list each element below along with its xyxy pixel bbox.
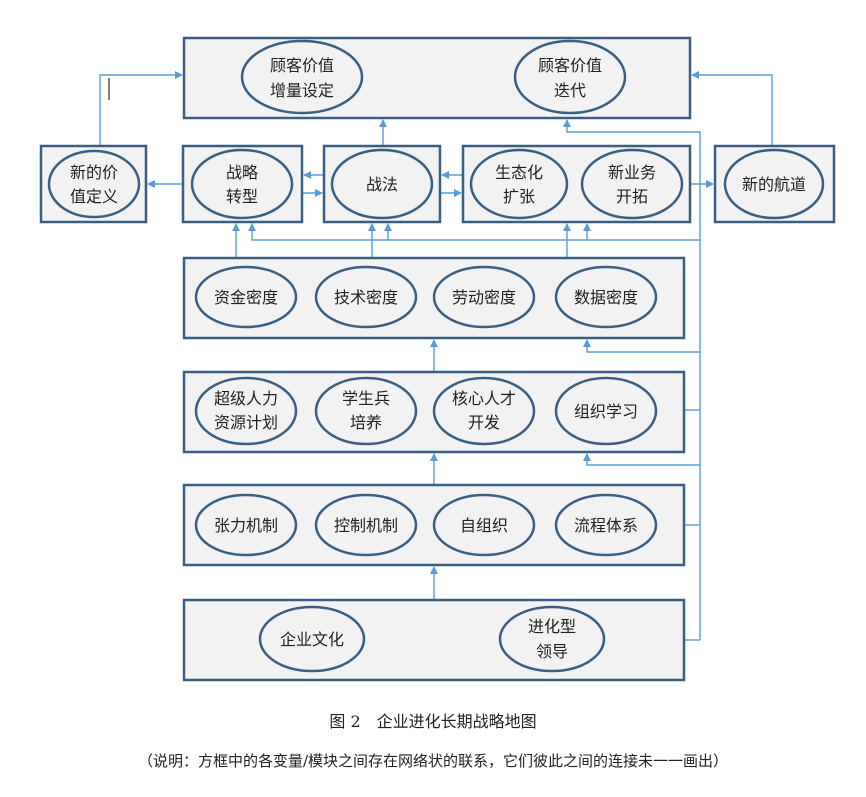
label-capital-density: 资金密度 (214, 288, 278, 307)
ellipse-tension (194, 493, 298, 557)
diagram: 顾客价值 增量设定 顾客价值 迭代 新的价 值定义 战略 转型 战法 生态化 扩… (39, 36, 836, 682)
ellipse-core-talent (432, 376, 536, 446)
ellipse-process (554, 493, 658, 557)
figure-caption: 图 2 企业进化长期战略地图 (329, 712, 537, 731)
arrow-newtrack-to-top (691, 71, 773, 146)
label-trainee-2: 培养 (350, 413, 382, 432)
arrow-trunk-to-iteration (563, 119, 701, 640)
arrow-newvalue-to-top (99, 71, 183, 146)
ellipse-data-density (554, 265, 658, 329)
label-value-increment-1: 顾客价值 (270, 56, 334, 75)
ellipse-new-track (723, 148, 825, 220)
ellipse-value-iteration (513, 39, 627, 115)
label-strategy-1: 战略 (226, 163, 258, 182)
ellipse-org-learning (554, 376, 658, 446)
ellipse-control (314, 493, 418, 557)
label-new-track: 新的航道 (742, 175, 806, 194)
ellipse-hr-plan (194, 376, 298, 446)
figure-note: （说明：方框中的各变量/模块之间存在网络状的联系，它们彼此之间的连接未一一画出） (137, 752, 729, 770)
label-value-iteration-1: 顾客价值 (538, 56, 602, 75)
ellipse-capital-density (194, 265, 298, 329)
arrow-trunk-to-strategy (248, 223, 700, 241)
label-control: 控制机制 (334, 516, 398, 535)
ellipse-new-value (47, 149, 141, 219)
label-tech-density: 技术密度 (334, 288, 398, 307)
ellipse-leadership (498, 605, 606, 673)
label-new-biz-2: 开拓 (616, 187, 648, 206)
label-value-increment-2: 增量设定 (270, 81, 334, 100)
ellipse-labor-density (432, 265, 536, 329)
ellipse-culture (258, 605, 366, 673)
arrow-trunk-to-row2 (583, 339, 700, 353)
label-tension: 张力机制 (214, 516, 278, 535)
ellipse-value-increment (240, 39, 364, 115)
ellipse-strategy (190, 148, 294, 220)
label-tactics: 战法 (366, 175, 398, 194)
label-eco-2: 扩张 (503, 187, 535, 206)
label-value-iteration-2: 迭代 (554, 81, 586, 100)
arrow-trunk-to-row3 (583, 453, 700, 466)
label-org-learning: 组织学习 (574, 402, 638, 421)
label-hr-plan-1: 超级人力 (214, 389, 278, 408)
label-self-org: 自组织 (460, 516, 508, 535)
ellipse-eco (469, 148, 569, 220)
ellipse-self-org (432, 493, 536, 557)
label-data-density: 数据密度 (574, 288, 638, 307)
label-new-value-2: 值定义 (70, 187, 118, 206)
ellipse-tactics (330, 148, 434, 220)
label-eco-1: 生态化 (495, 163, 543, 182)
label-hr-plan-2: 资源计划 (214, 413, 278, 432)
label-leadership-2: 领导 (536, 642, 568, 661)
label-new-value-1: 新的价 (70, 163, 118, 182)
label-culture: 企业文化 (280, 630, 344, 649)
density-ellipses: 资金密度 技术密度 劳动密度 数据密度 (194, 265, 658, 329)
ellipse-new-biz (580, 148, 684, 220)
ellipse-tech-density (314, 265, 418, 329)
label-trainee-1: 学生兵 (342, 389, 390, 408)
label-new-biz-1: 新业务 (608, 163, 656, 182)
label-core-talent-2: 开发 (468, 413, 500, 432)
label-core-talent-1: 核心人才 (452, 389, 516, 408)
label-leadership-1: 进化型 (528, 617, 576, 636)
label-process: 流程体系 (574, 516, 638, 535)
ellipse-trainee (314, 376, 418, 446)
label-labor-density: 劳动密度 (452, 288, 516, 307)
label-strategy-2: 转型 (226, 187, 258, 206)
connectors (99, 71, 773, 641)
